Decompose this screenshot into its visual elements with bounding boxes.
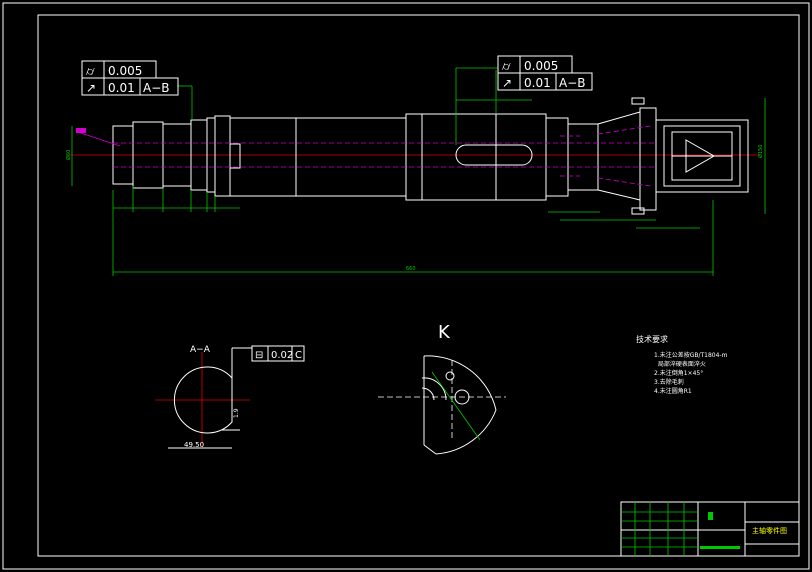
tolerance-frame-left: ⌭ 0.005 ↗ 0.01 A−B [81, 60, 179, 96]
tech-req-item: 局部淬硬表面淬火 [654, 361, 706, 368]
tolerance-frame-right: ⌭ 0.005 ↗ 0.01 A−B [497, 55, 593, 91]
drawing-name: 主轴零件图 [752, 527, 787, 535]
cylindricity-symbol-right: ⌭ [502, 59, 511, 73]
view-k-label: K [438, 322, 451, 343]
flatness-frame [251, 345, 305, 362]
svg-text:Ø150: Ø150 [757, 145, 764, 158]
svg-text:C: C [295, 350, 302, 361]
tech-req-item: 2.未注倒角1×45° [654, 370, 704, 377]
runout-symbol-left: ↗ [86, 81, 96, 95]
svg-text:0.02: 0.02 [271, 350, 293, 361]
runout-symbol-right: ↗ [502, 76, 512, 90]
section-aa-circle [173, 366, 233, 434]
dimensions: 660 Ø60 Ø150 [65, 67, 766, 276]
view-k: K [378, 322, 506, 455]
runout-value-right: 0.01 [524, 76, 551, 90]
runout-datum-right: A−B [559, 76, 586, 90]
svg-text:⊟: ⊟ [255, 350, 263, 361]
title-block [620, 501, 800, 557]
technical-requirements: 技术要求 1.未注公差按GB/T1804-m 局部淬硬表面淬火 2.未注倒角1×… [636, 334, 786, 396]
cylindricity-symbol-left: ⌭ [86, 64, 95, 78]
inner-border [37, 14, 800, 557]
svg-text:1.9: 1.9 [233, 408, 240, 418]
tech-req-item: 1.未注公差按GB/T1804-m [654, 352, 728, 359]
tech-req-item: 4.未注圆角R1 [654, 388, 692, 395]
svg-text:Ø60: Ø60 [65, 150, 72, 160]
cylindricity-value-right: 0.005 [524, 59, 558, 73]
section-aa-label: A−A [190, 345, 211, 355]
shaft-main-view [70, 97, 760, 215]
runout-value-left: 0.01 [108, 81, 135, 95]
keyway-slot [455, 144, 533, 166]
cylindricity-value-left: 0.005 [108, 64, 142, 78]
section-aa: A−A ⊟ 0.02 C 49.50 1.9 [155, 345, 305, 449]
tech-req-title: 技术要求 [636, 335, 668, 344]
section-aa-width-dim: 49.50 [184, 441, 204, 449]
svg-text:660: 660 [406, 266, 416, 272]
runout-datum-left: A−B [143, 81, 170, 95]
tech-req-list: 1.未注公差按GB/T1804-m 局部淬硬表面淬火 2.未注倒角1×45° 3… [636, 351, 786, 396]
tech-req-item: 3.去除毛刺 [654, 379, 684, 386]
